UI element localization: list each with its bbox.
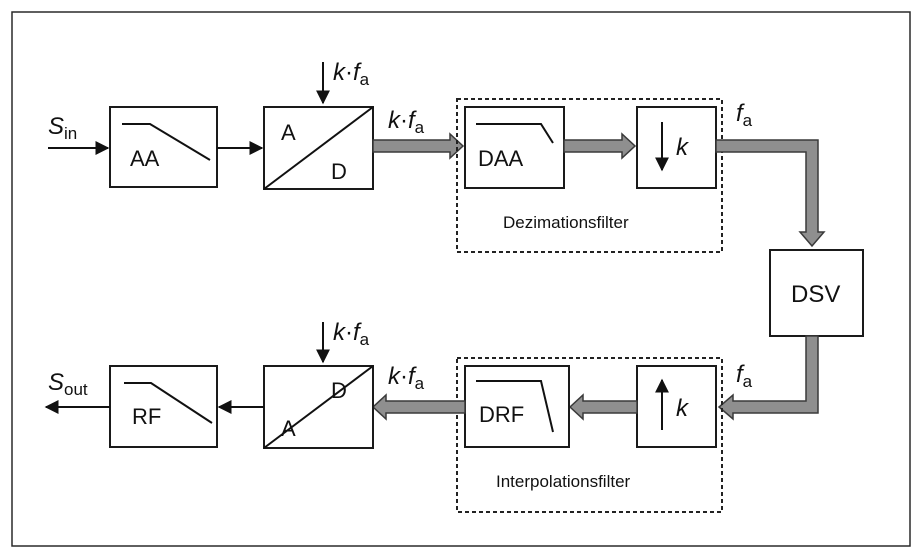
lowpass-response-icon xyxy=(124,382,213,424)
text-fragment: f xyxy=(408,107,417,134)
rf-block: RF xyxy=(109,365,218,448)
drf-to-dac-thick-arrow xyxy=(371,393,466,421)
lowpass-response-icon xyxy=(476,123,554,144)
aa-label: AA xyxy=(130,146,160,171)
text-fragment: k xyxy=(388,363,402,390)
decimation-filter-label: Dezimationsfilter xyxy=(503,213,629,232)
text-fragment: a xyxy=(743,111,753,130)
text-fragment: k xyxy=(333,319,347,346)
dsv-label: DSV xyxy=(791,281,840,308)
text-fragment: · xyxy=(345,59,353,86)
text-fragment: a xyxy=(360,330,370,349)
text-fragment: f xyxy=(736,100,745,127)
lowpass-response-icon xyxy=(122,123,211,161)
text-fragment: f xyxy=(736,361,745,388)
text-fragment: f xyxy=(353,59,362,86)
downsampler-block: k xyxy=(636,106,717,189)
text-fragment: in xyxy=(64,124,77,143)
dac-block: D A xyxy=(263,365,374,449)
dac-a-label: A xyxy=(281,416,296,441)
daa-block: DAA xyxy=(464,106,565,189)
dac-d-label: D xyxy=(331,378,347,403)
adc-to-daa-thick-arrow xyxy=(372,132,465,160)
adc-a-label: A xyxy=(281,120,296,145)
daa-label: DAA xyxy=(478,146,524,171)
daa-to-downsampler-thick-arrow xyxy=(563,132,637,160)
text-fragment: S xyxy=(48,369,64,396)
text-fragment: k xyxy=(388,107,402,134)
text-fragment: · xyxy=(400,107,408,134)
text-fragment: f xyxy=(408,363,417,390)
text-fragment: a xyxy=(415,374,425,393)
dsv-block: DSV xyxy=(769,249,864,337)
text-fragment: k xyxy=(333,59,347,86)
text-fragment: · xyxy=(345,319,353,346)
lowpass-response-icon xyxy=(476,380,554,433)
decimated-rate-label: fa xyxy=(736,100,753,130)
text-fragment: a xyxy=(743,372,753,391)
text-fragment: f xyxy=(353,319,362,346)
dsv-to-upsampler-thick-arrow xyxy=(717,335,819,421)
adc-d-label: D xyxy=(331,159,347,184)
decimation-filter-group xyxy=(456,98,723,253)
drf-label: DRF xyxy=(479,402,524,427)
dac-input-rate-label: k·fa xyxy=(388,363,425,393)
upsampler-factor-label: k xyxy=(676,395,690,422)
adc-block: A D xyxy=(263,106,374,190)
text-fragment: · xyxy=(400,363,408,390)
dac-clock-label: k·fa xyxy=(333,319,370,349)
input-signal-label: Sin xyxy=(48,113,77,143)
text-fragment: a xyxy=(360,70,370,89)
adc-clock-label: k·fa xyxy=(333,59,370,89)
adc-output-rate-label: k·fa xyxy=(388,107,425,137)
text-fragment: out xyxy=(64,380,88,399)
interpolation-filter-label: Interpolationsfilter xyxy=(496,472,631,491)
downsampler-to-dsv-thick-arrow xyxy=(715,139,826,248)
drf-block: DRF xyxy=(464,365,570,448)
outer-frame xyxy=(11,11,911,547)
upsampler-to-drf-thick-arrow xyxy=(568,393,638,421)
text-fragment: a xyxy=(415,118,425,137)
aa-block: AA xyxy=(109,106,218,188)
downsampler-factor-label: k xyxy=(676,134,690,161)
upsampler-block: k xyxy=(636,365,717,448)
rf-label: RF xyxy=(132,404,161,429)
interpolation-input-rate-label: fa xyxy=(736,361,753,391)
output-signal-label: Sout xyxy=(48,369,88,399)
text-fragment: S xyxy=(48,113,64,140)
